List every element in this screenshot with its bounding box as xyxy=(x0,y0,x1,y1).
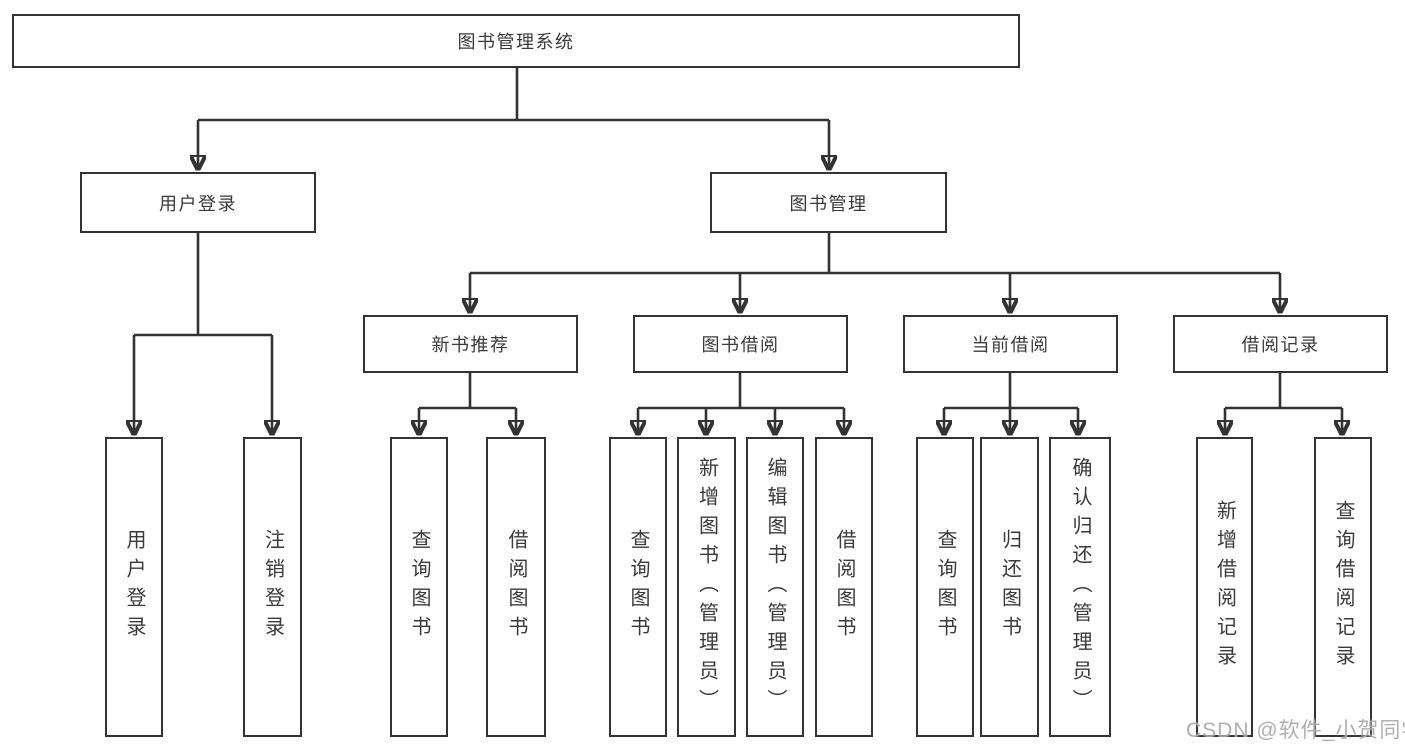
node-label: 图书管理 xyxy=(789,193,868,214)
leaf-label: 编辑图书（管理员） xyxy=(764,456,786,718)
node-book-borrowing: 图书借阅 xyxy=(633,315,848,373)
node-label: 新书推荐 xyxy=(431,335,510,355)
leaf-label: 查询借阅记录 xyxy=(1332,500,1354,674)
leaf-label: 用户登录 xyxy=(123,529,145,645)
edge-user-login-to-leaves xyxy=(134,233,272,434)
leaf-return-books: 归还图书 xyxy=(980,437,1039,737)
node-borrowing-records: 借阅记录 xyxy=(1173,315,1388,373)
leaf-label: 新增图书（管理员） xyxy=(695,456,718,718)
edge-current-borrowing-to-leaves xyxy=(944,373,1078,434)
node-label: 图书管理系统 xyxy=(457,32,575,52)
leaf-confirm-return-admin: 确认归还（管理员） xyxy=(1049,437,1111,737)
edge-borrowing-records-to-leaves xyxy=(1225,373,1342,434)
leaf-query-books-1: 查询图书 xyxy=(390,437,448,737)
leaf-query-borrow-record: 查询借阅记录 xyxy=(1314,437,1372,737)
watermark: CSDN @软件_小贺同学 xyxy=(1186,719,1405,742)
edge-root-to-level2 xyxy=(198,68,829,169)
node-label: 图书借阅 xyxy=(701,335,780,355)
edge-book-borrowing-to-leaves xyxy=(638,373,844,434)
leaf-user-login: 用户登录 xyxy=(105,437,163,737)
leaf-query-books-2: 查询图书 xyxy=(609,437,667,737)
node-label: 当前借阅 xyxy=(971,335,1050,355)
node-current-borrowing: 当前借阅 xyxy=(903,315,1118,373)
node-book-management: 图书管理 xyxy=(710,172,947,233)
leaf-logout: 注销登录 xyxy=(243,437,302,737)
node-library-management-system: 图书管理系统 xyxy=(12,14,1020,68)
leaf-label: 确认归还（管理员） xyxy=(1069,456,1091,718)
node-label: 借阅记录 xyxy=(1241,335,1320,355)
leaf-add-borrow-record: 新增借阅记录 xyxy=(1196,437,1253,737)
leaf-label: 归还图书 xyxy=(998,529,1021,645)
leaf-label: 查询图书 xyxy=(627,529,649,645)
node-label: 用户登录 xyxy=(159,193,237,214)
edge-new-book-recommend-to-leaves xyxy=(419,373,516,434)
edge-book-management-to-level3 xyxy=(470,233,1280,312)
leaf-label: 查询图书 xyxy=(408,529,430,645)
leaf-edit-books-admin: 编辑图书（管理员） xyxy=(746,437,804,737)
leaf-label: 新增借阅记录 xyxy=(1213,500,1236,674)
node-new-book-recommend: 新书推荐 xyxy=(363,315,578,373)
leaf-borrow-books-2: 借阅图书 xyxy=(815,437,873,737)
leaf-label: 借阅图书 xyxy=(833,529,855,645)
leaf-borrow-books-1: 借阅图书 xyxy=(486,437,546,737)
leaf-label: 注销登录 xyxy=(261,529,284,645)
leaf-label: 查询图书 xyxy=(934,529,956,645)
node-user-login: 用户登录 xyxy=(80,172,316,233)
leaf-add-books-admin: 新增图书（管理员） xyxy=(677,437,736,737)
leaf-label: 借阅图书 xyxy=(505,529,527,645)
leaf-query-books-3: 查询图书 xyxy=(916,437,974,737)
